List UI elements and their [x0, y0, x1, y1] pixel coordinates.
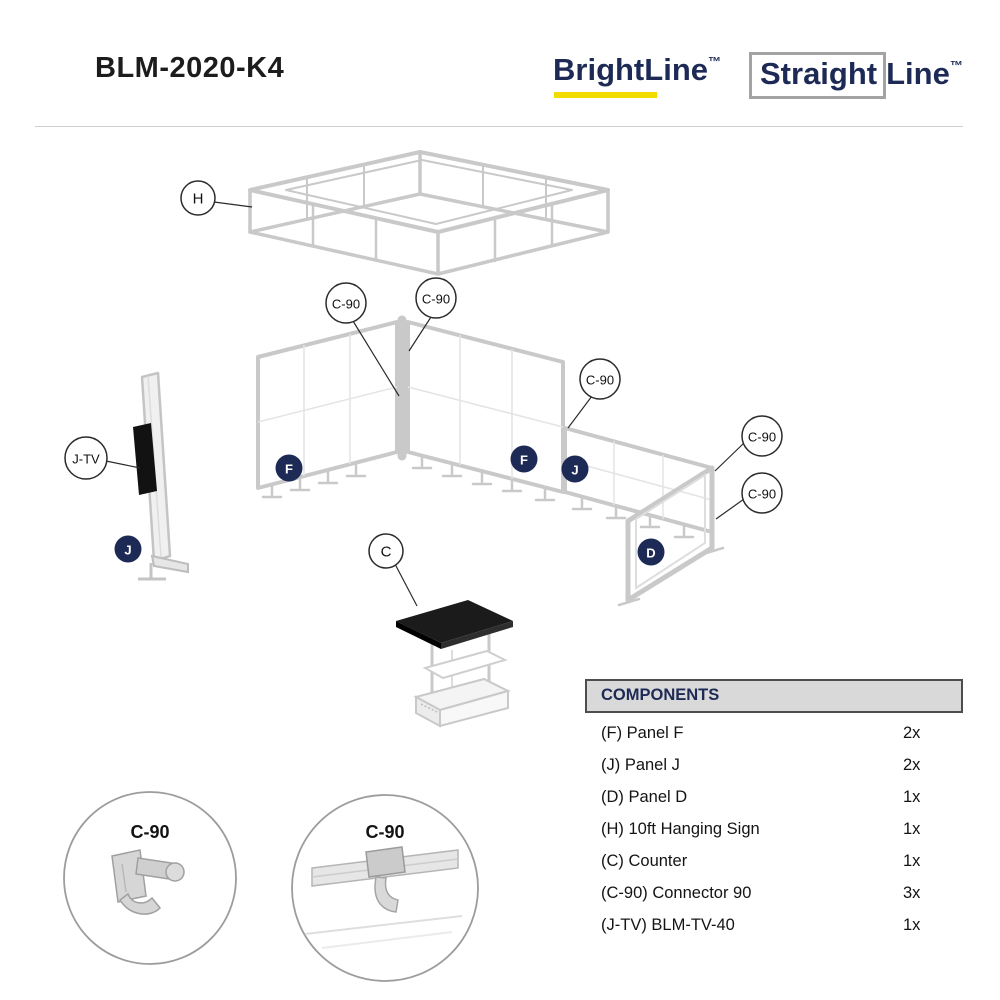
- component-qty: 1x: [903, 819, 921, 838]
- component-row: (F) Panel F 2x: [585, 717, 963, 749]
- callout-connector-2: C-90: [415, 277, 457, 319]
- svg-text:J: J: [124, 543, 131, 558]
- badge-panel-j-1: J: [561, 455, 589, 483]
- counter-illustration: [396, 600, 513, 728]
- svg-text:H: H: [193, 191, 204, 208]
- callout-connector-1: C-90: [325, 282, 367, 324]
- callout-connector-5: C-90: [741, 472, 783, 514]
- component-qty: 1x: [903, 787, 921, 806]
- svg-text:C: C: [381, 544, 392, 561]
- svg-text:C-90: C-90: [586, 373, 614, 388]
- connector-detail-left: C-90: [63, 791, 237, 965]
- brightline-trademark: ™: [708, 54, 721, 69]
- component-label: (C-90) Connector 90: [601, 883, 752, 902]
- svg-text:F: F: [285, 462, 293, 477]
- component-qty: 2x: [903, 755, 921, 774]
- callout-counter: C: [368, 533, 404, 569]
- svg-text:C-90: C-90: [748, 487, 776, 502]
- callout-hanging-sign: H: [180, 180, 216, 216]
- component-label: (J) Panel J: [601, 755, 680, 774]
- component-qty: 1x: [903, 915, 921, 934]
- header-divider: [35, 126, 963, 127]
- brightline-underline: [554, 92, 657, 98]
- svg-text:C-90: C-90: [748, 430, 776, 445]
- component-label: (F) Panel F: [601, 723, 684, 742]
- svg-text:J-TV: J-TV: [72, 452, 100, 467]
- component-row: (C-90) Connector 90 3x: [585, 877, 963, 909]
- component-label: (D) Panel D: [601, 787, 688, 806]
- component-qty: 3x: [903, 883, 921, 902]
- wall-panels-illustration: [256, 315, 725, 607]
- components-table: COMPONENTS (F) Panel F 2x (J) Panel J 2x…: [585, 679, 963, 941]
- wall-feet: [261, 455, 725, 607]
- components-table-rows: (F) Panel F 2x (J) Panel J 2x (D) Panel …: [585, 713, 963, 941]
- component-row: (H) 10ft Hanging Sign 1x: [585, 813, 963, 845]
- component-qty: 2x: [903, 723, 921, 742]
- component-label: (H) 10ft Hanging Sign: [601, 819, 760, 838]
- page-title: BLM-2020-K4: [95, 52, 285, 84]
- svg-text:C-90: C-90: [332, 297, 360, 312]
- component-row: (D) Panel D 1x: [585, 781, 963, 813]
- component-row: (C) Counter 1x: [585, 845, 963, 877]
- callout-connector-3: C-90: [579, 358, 621, 400]
- straightline-text-boxed: Straight: [749, 52, 887, 99]
- component-qty: 1x: [903, 851, 921, 870]
- badge-panel-j-2: J: [114, 535, 142, 563]
- tv-panel-illustration: [133, 371, 189, 581]
- connector-detail-left-label: C-90: [130, 822, 169, 842]
- svg-text:D: D: [646, 546, 655, 561]
- component-label: (J-TV) BLM-TV-40: [601, 915, 735, 934]
- components-table-header: COMPONENTS: [585, 679, 963, 713]
- badge-panel-f-2: F: [510, 445, 538, 473]
- callout-tv-mount: J-TV: [64, 436, 108, 480]
- svg-text:F: F: [520, 453, 528, 468]
- connector-detail-right-label: C-90: [365, 822, 404, 842]
- component-label: (C) Counter: [601, 851, 688, 870]
- component-row: (J-TV) BLM-TV-40 1x: [585, 909, 963, 941]
- straightline-text-line: Line: [886, 56, 950, 91]
- connector-90-mounted-icon: [304, 846, 463, 949]
- straightline-trademark: ™: [949, 58, 963, 73]
- brightline-logo: BrightLine™: [553, 52, 721, 99]
- counter-top: [396, 600, 513, 643]
- brightline-text-bold: Bright: [553, 52, 645, 87]
- brightline-text-line: Line: [644, 52, 708, 87]
- connector-90-icon: [111, 849, 185, 915]
- svg-text:J: J: [571, 463, 578, 478]
- svg-text:C-90: C-90: [422, 292, 450, 307]
- badge-panel-d: D: [637, 538, 665, 566]
- callout-connector-4: C-90: [741, 415, 783, 457]
- callout-leader-lines: [105, 201, 745, 607]
- component-row: (J) Panel J 2x: [585, 749, 963, 781]
- badge-panel-f-1: F: [275, 454, 303, 482]
- connector-detail-right: C-90: [291, 794, 479, 982]
- hanging-sign-illustration: [248, 150, 610, 276]
- tv-screen: [133, 423, 157, 495]
